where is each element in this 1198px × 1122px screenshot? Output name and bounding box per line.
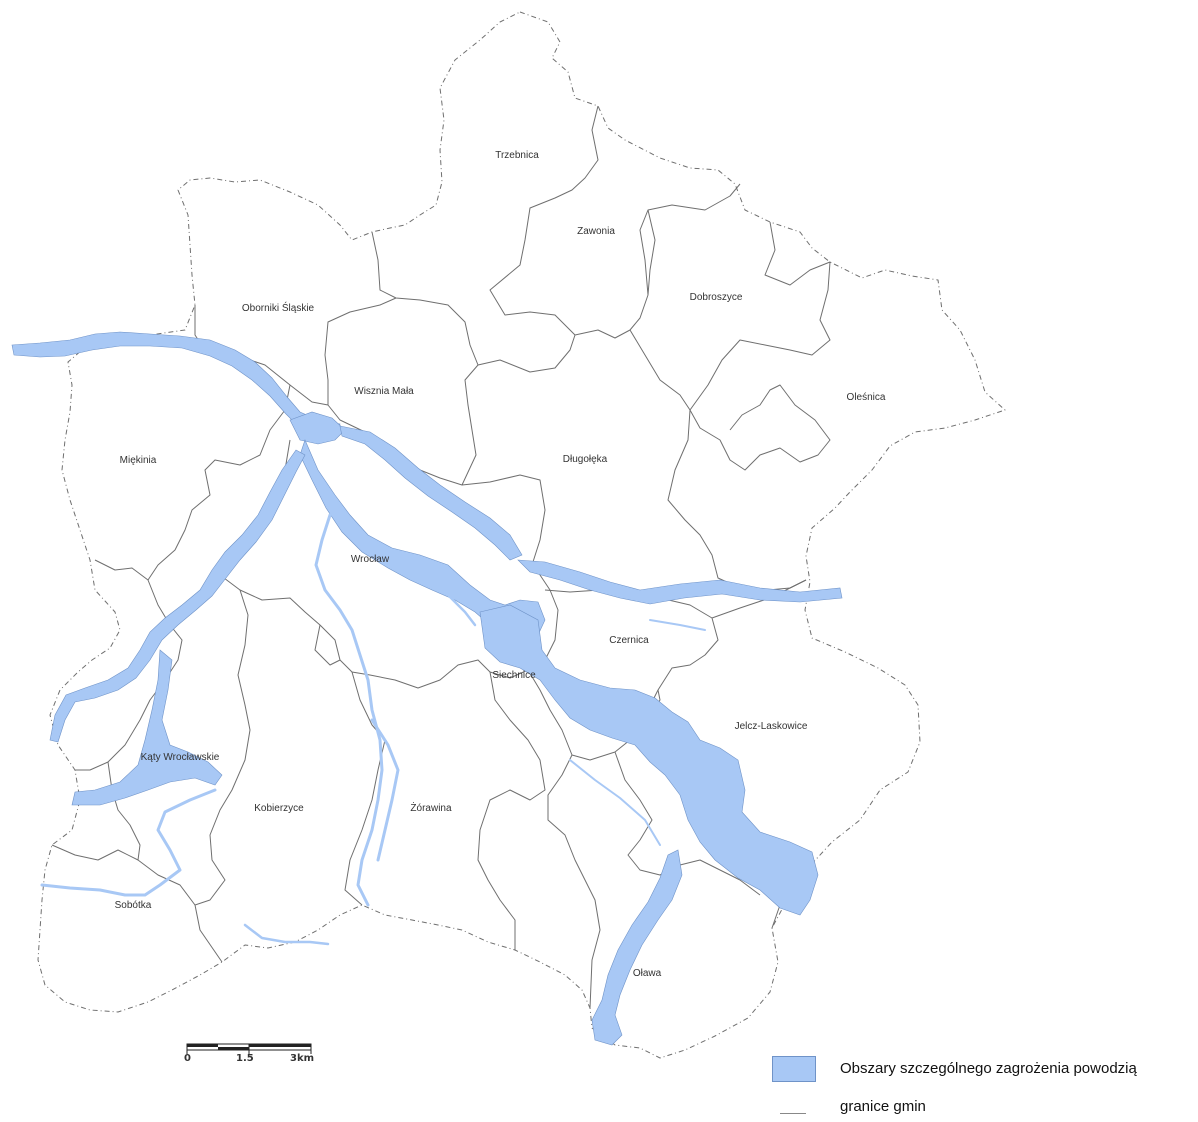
legend-flood-swatch bbox=[772, 1056, 816, 1082]
label-wroclaw: Wrocław bbox=[351, 554, 390, 565]
border-dobroszyce-olesnica bbox=[689, 221, 831, 471]
border-zawonia-west bbox=[489, 105, 599, 336]
label-siechnice: Siechnice bbox=[492, 670, 536, 681]
scale-bar-seg3 bbox=[249, 1044, 311, 1047]
flood-bystrzyca bbox=[49, 449, 306, 743]
border-zorawina-east bbox=[477, 671, 546, 950]
border-trzebnica-south bbox=[371, 183, 741, 373]
label-sobotka: Sobótka bbox=[115, 900, 152, 911]
label-jelcz-laskowice: Jelcz-Laskowice bbox=[735, 721, 808, 732]
border-wisznia-wroclaw bbox=[327, 404, 463, 486]
label-olawa: Oława bbox=[633, 968, 662, 979]
label-miekinia: Miękinia bbox=[120, 455, 157, 466]
label-wisznia-mala: Wisznia Mała bbox=[354, 386, 414, 397]
scale-bar-seg2 bbox=[218, 1047, 249, 1050]
border-wisznia-dlugoleka bbox=[461, 364, 546, 566]
label-zawonia: Zawonia bbox=[577, 226, 615, 237]
scale-bar-seg1 bbox=[187, 1044, 218, 1047]
border-dobroszyce-dlugoleka bbox=[629, 329, 807, 591]
border-kobierzyce-south bbox=[314, 624, 341, 666]
label-dlugoleka: Długołęka bbox=[563, 454, 608, 465]
municipal-borders bbox=[37, 11, 1006, 1059]
label-trzebnica: Trzebnica bbox=[495, 150, 539, 161]
scale-bar: 0 1.5 3km bbox=[184, 1043, 314, 1064]
flood-olawa-south bbox=[591, 849, 683, 1046]
border-jelcz-west bbox=[711, 579, 807, 619]
river-sobotka bbox=[40, 788, 217, 897]
flood-wroclaw-node bbox=[289, 411, 346, 445]
flood-siechnice-olawa-plain bbox=[479, 604, 819, 916]
legend-item-flood-zone: Obszary szczególnego zagrożenia powodzią bbox=[770, 1054, 1195, 1084]
label-katy-wroclawskie: Kąty Wrocławskie bbox=[141, 752, 220, 763]
flood-odra-north-branch bbox=[339, 425, 523, 561]
scale-label-2: 3km bbox=[290, 1053, 314, 1064]
legend-flood-label: Obszary szczególnego zagrożenia powodzią bbox=[840, 1060, 1137, 1077]
flood-odra-east bbox=[517, 559, 843, 605]
border-sobotka-north bbox=[51, 844, 196, 906]
river-slęza bbox=[314, 513, 384, 907]
scale-label-1: 1.5 bbox=[236, 1053, 254, 1064]
label-czernica: Czernica bbox=[609, 635, 649, 646]
flood-odra-west bbox=[11, 331, 341, 435]
border-zawonia-east bbox=[647, 209, 656, 296]
border-miekinia-east bbox=[94, 384, 291, 581]
flood-zones bbox=[11, 331, 843, 1046]
label-olesnica: Oleśnica bbox=[847, 392, 886, 403]
river-siechnice-south bbox=[569, 759, 661, 846]
label-oborniki-slaskie: Oborniki Śląskie bbox=[242, 301, 315, 314]
legend-border-line bbox=[780, 1113, 806, 1114]
flood-katy-branch bbox=[71, 649, 223, 806]
river-wroclaw-south-arm bbox=[428, 568, 477, 627]
border-kobierzyce-katy bbox=[194, 589, 251, 963]
river-kobierzyce-south bbox=[243, 923, 330, 946]
legend: Obszary szczególnego zagrożenia powodzią… bbox=[770, 1054, 1195, 1122]
label-kobierzyce: Kobierzyce bbox=[254, 803, 304, 814]
scale-label-0: 0 bbox=[184, 1053, 191, 1064]
gmina-labels: Trzebnica Zawonia Dobroszyce Oborniki Śl… bbox=[115, 150, 886, 979]
border-zorawina-kobierzyce bbox=[344, 671, 386, 906]
river-czernica-arm bbox=[649, 619, 706, 631]
river-lines bbox=[40, 513, 706, 946]
label-dobroszyce: Dobroszyce bbox=[690, 292, 743, 303]
border-olawa-siechnice bbox=[614, 751, 761, 896]
river-olawa-branch bbox=[370, 718, 400, 862]
label-zorawina: Żórawina bbox=[410, 801, 452, 814]
legend-border-label: granice gmin bbox=[840, 1098, 926, 1115]
legend-item-borders: granice gmin bbox=[770, 1092, 1195, 1122]
border-olawa-west bbox=[547, 754, 601, 1009]
